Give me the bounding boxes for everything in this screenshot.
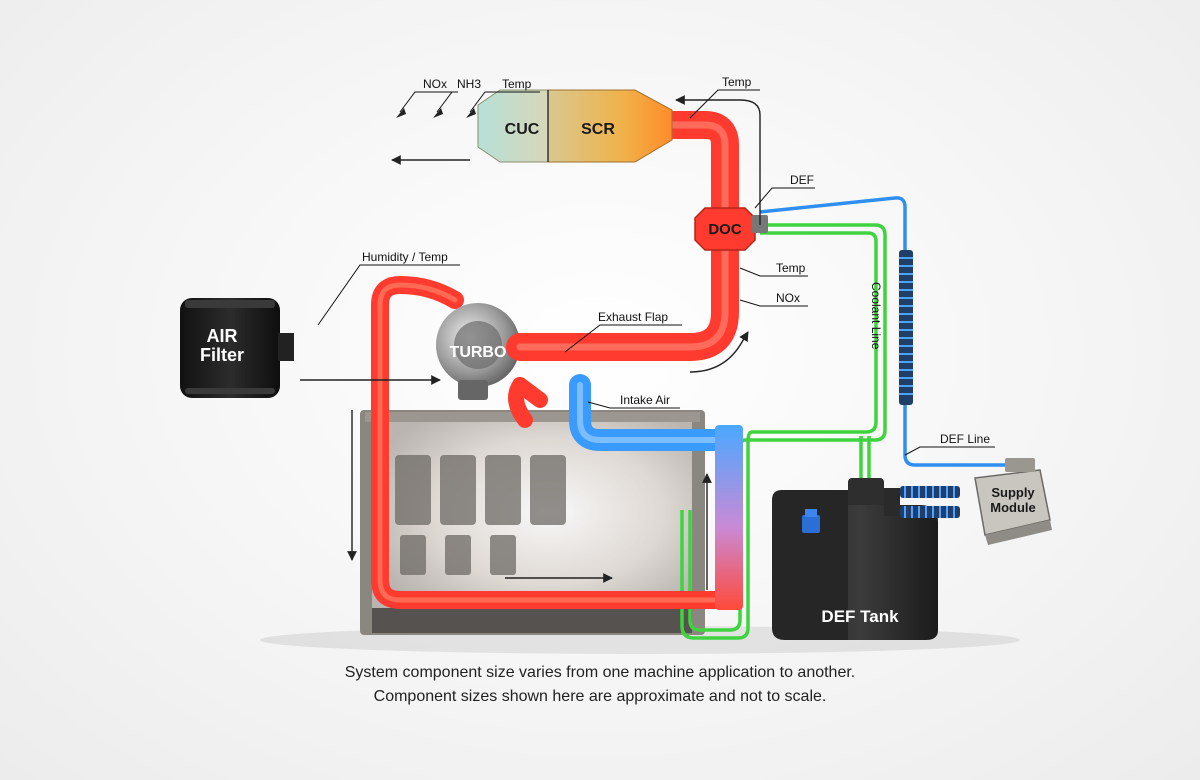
temp-sensor-doc-label: Temp <box>776 261 806 275</box>
intake-manifold <box>715 425 743 610</box>
intake-air-label: Intake Air <box>620 393 670 407</box>
caption-line-2: Component sizes shown here are approxima… <box>373 688 827 705</box>
nh3-sensor-label: NH3 <box>457 77 481 91</box>
def-tank-label: DEF Tank <box>821 607 899 626</box>
nox-sensor-top-label: NOx <box>423 77 447 91</box>
callout-lines <box>317 89 995 456</box>
air-filter <box>180 298 294 398</box>
coolant-line-label: Coolant Line <box>869 282 883 350</box>
supply-module-label-line2: Module <box>990 500 1036 515</box>
exhaust-manifold-loop <box>371 276 724 609</box>
engine-block <box>360 410 705 635</box>
temp-sensor-scr-out-label: Temp <box>722 75 752 89</box>
caption-line-1: System component size varies from one ma… <box>344 664 856 681</box>
flow-arrows <box>300 95 761 590</box>
turbo-label: TURBO <box>450 344 507 361</box>
temp-sensor-top-label: Temp <box>502 77 532 91</box>
def-inject-label: DEF <box>790 173 814 187</box>
def-tank <box>772 478 938 640</box>
doc-label: DOC <box>708 221 742 238</box>
def-line-label: DEF Line <box>940 432 990 446</box>
air-filter-label-line1: AIR <box>207 326 238 346</box>
sensor-tips <box>396 108 476 118</box>
nox-sensor-doc-label: NOx <box>776 291 800 305</box>
doc-unit <box>694 207 768 251</box>
scr-cuc-unit <box>477 89 673 163</box>
scr-label: SCR <box>581 121 615 138</box>
cuc-label: CUC <box>505 121 540 138</box>
turbo <box>436 303 520 400</box>
supply-module-label-line1: Supply <box>991 485 1035 500</box>
humidity-temp-label: Humidity / Temp <box>362 250 448 264</box>
supply-hoses <box>884 486 960 518</box>
exhaust-flap-label: Exhaust Flap <box>598 310 668 324</box>
air-filter-label-line2: Filter <box>200 345 244 365</box>
def-line-coil <box>899 250 913 405</box>
supply-module <box>974 458 1052 545</box>
